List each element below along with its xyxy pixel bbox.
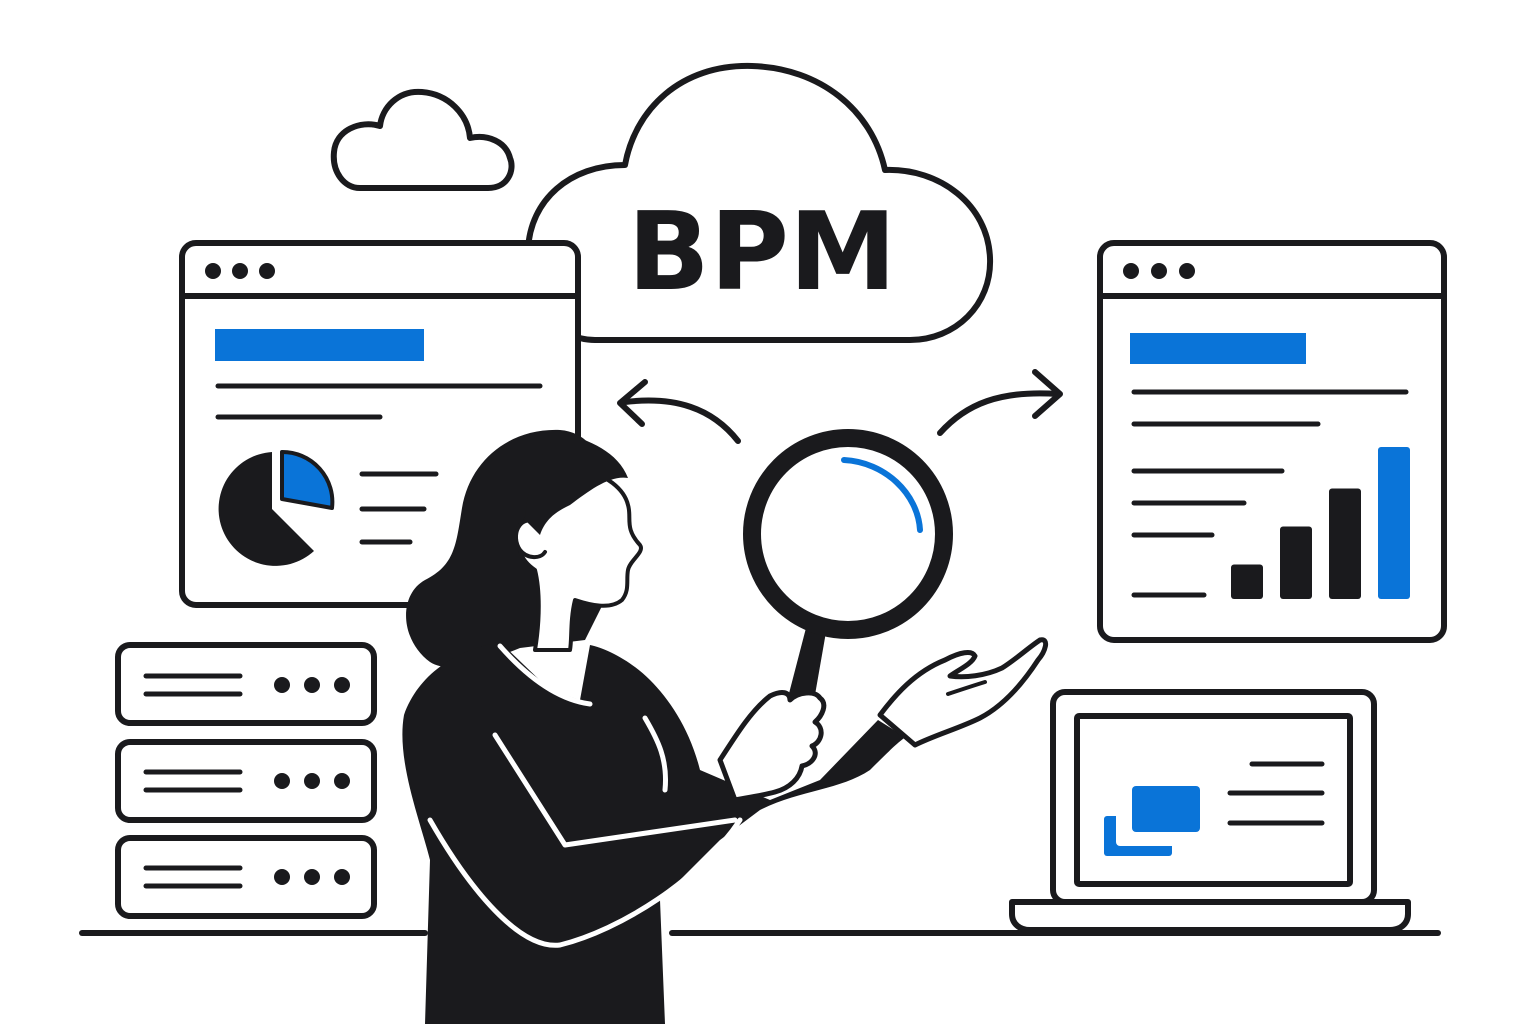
bar-4 xyxy=(1378,447,1410,599)
window-dot xyxy=(259,263,275,279)
bar-1 xyxy=(1231,564,1263,599)
arrow-left-icon xyxy=(617,379,741,444)
pie-slice-highlight xyxy=(280,449,335,510)
bar-3 xyxy=(1329,488,1361,599)
laptop-window-front xyxy=(1132,786,1200,832)
bar-chart xyxy=(1231,447,1410,599)
magnifying-glass-icon xyxy=(743,429,953,720)
ear xyxy=(514,518,547,559)
pie-slice-main xyxy=(218,452,314,566)
window-dot xyxy=(205,263,221,279)
bpm-cloud-icon: BPM xyxy=(524,62,994,343)
window-dot xyxy=(1179,263,1195,279)
small-cloud-icon xyxy=(330,88,515,191)
open-hand xyxy=(877,637,1049,748)
window-dot xyxy=(232,263,248,279)
header-bar xyxy=(1130,333,1306,364)
window-dot xyxy=(1123,263,1139,279)
header-bar xyxy=(215,329,424,361)
cloud-label: BPM xyxy=(628,190,897,315)
window-dot xyxy=(1151,263,1167,279)
browser-window-bar-chart xyxy=(1097,240,1447,643)
server-rack-icon xyxy=(115,642,377,919)
arrow-right-icon xyxy=(937,369,1063,436)
woman-figure xyxy=(402,429,1049,1024)
pie-chart xyxy=(218,449,335,566)
holding-hand xyxy=(717,690,827,803)
laptop-icon xyxy=(1009,689,1411,933)
bar-2 xyxy=(1280,526,1312,599)
